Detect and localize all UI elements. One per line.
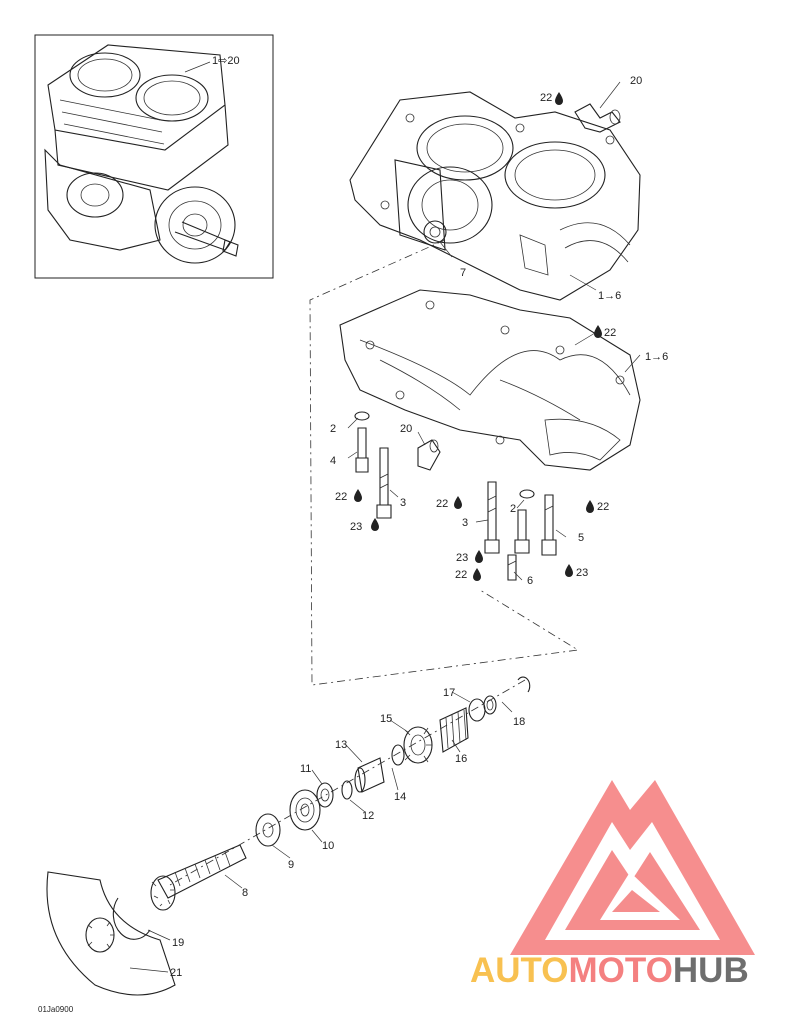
callout-16: 16 xyxy=(455,753,467,765)
drop-icon xyxy=(565,564,573,577)
callout-21: 21 xyxy=(170,967,182,979)
callout-7: 7 xyxy=(460,267,466,279)
drop-icon xyxy=(473,568,481,581)
shaft-assembly xyxy=(46,676,531,996)
callout-1-6: 1→6 xyxy=(645,351,668,363)
callout-23: 23 xyxy=(350,521,362,533)
callout-14: 14 xyxy=(394,791,406,803)
assembly-frame xyxy=(309,239,580,686)
callout-22: 22 xyxy=(436,498,448,510)
drop-icon xyxy=(475,550,483,563)
engine-inset xyxy=(34,34,274,279)
callout-15: 15 xyxy=(380,713,392,725)
watermark-brand-auto: AUTO xyxy=(470,951,569,990)
callout-17: 17 xyxy=(443,687,455,699)
drop-icon xyxy=(454,496,462,509)
watermark-brand-hub: HUB xyxy=(673,951,749,990)
callout-22: 22 xyxy=(540,92,552,104)
watermark-logo-icon xyxy=(510,780,755,955)
callout-22: 22 xyxy=(455,569,467,581)
drop-icon xyxy=(354,489,362,502)
callout-20: 20 xyxy=(630,75,642,87)
callout-1-20: 1⇨20 xyxy=(212,55,240,67)
callout-3: 3 xyxy=(400,497,406,509)
callout-22: 22 xyxy=(335,491,347,503)
callout-22: 22 xyxy=(597,501,609,513)
drop-icon xyxy=(594,325,602,338)
drop-symbols xyxy=(354,92,602,581)
callout-23: 23 xyxy=(576,567,588,579)
upper-crankcase xyxy=(349,91,641,301)
callout-11: 11 xyxy=(300,763,311,775)
callout-10: 10 xyxy=(322,840,334,852)
drawing-code: 01Ja0900 xyxy=(38,1005,74,1014)
callout-13: 13 xyxy=(335,739,347,751)
callout-2: 2 xyxy=(510,503,516,515)
drop-icon xyxy=(371,518,379,531)
callout-8: 8 xyxy=(242,887,248,899)
fasteners xyxy=(354,411,557,581)
callout-9: 9 xyxy=(288,859,294,871)
drop-icon xyxy=(555,92,563,105)
callout-1-6: 1→6 xyxy=(598,290,621,302)
callout-19: 19 xyxy=(172,937,184,949)
watermark-brand: AUTOMOTOHUB xyxy=(470,951,749,990)
callout-3: 3 xyxy=(462,517,468,529)
callout-22: 22 xyxy=(604,327,616,339)
watermark-brand-moto: MOTO xyxy=(569,951,673,990)
watermark: AUTOMOTOHUB xyxy=(470,780,755,990)
callout-4: 4 xyxy=(330,455,336,467)
callout-20: 20 xyxy=(400,423,412,435)
callout-5: 5 xyxy=(578,532,584,544)
callout-12: 12 xyxy=(362,810,374,822)
elbow-fitting-top xyxy=(574,103,621,133)
callout-18: 18 xyxy=(513,716,525,728)
callout-6: 6 xyxy=(527,575,533,587)
drop-icon xyxy=(586,500,594,513)
callout-23: 23 xyxy=(456,552,468,564)
callout-2: 2 xyxy=(330,423,336,435)
callout-labels: 1⇨20 20 22 7 1→6 22 1→6 2 4 20 22 3 22 2… xyxy=(38,55,668,1014)
lower-crankcase xyxy=(339,289,641,471)
